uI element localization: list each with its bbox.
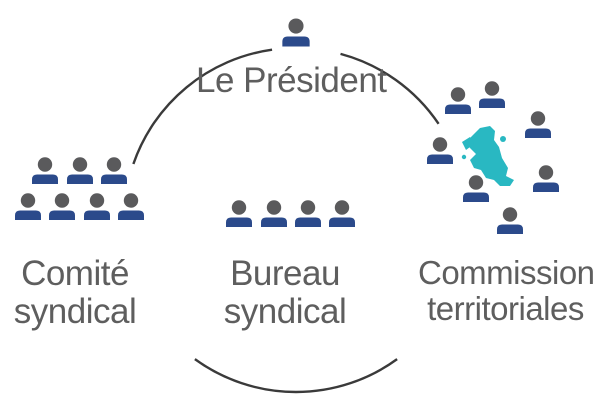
comite-syndical-label: Comité syndical [0, 255, 150, 331]
circle-arc-bottom [194, 358, 398, 394]
person-icon [15, 193, 41, 220]
commissions-territoriales-label: Commissions territoriales [418, 255, 593, 326]
comite-label-line2: syndical [13, 291, 137, 331]
person-icon [282, 18, 310, 47]
person-icon [463, 175, 489, 202]
person-icon [84, 193, 110, 220]
person-icon [32, 157, 58, 184]
comite-label-line1: Comité [21, 254, 129, 293]
person-icon [445, 87, 471, 114]
circle-arc-top-left [132, 48, 273, 165]
person-icon [533, 165, 559, 192]
person-icon [525, 111, 551, 138]
person-icon [295, 200, 321, 227]
president-group [282, 18, 310, 47]
commissions-label-line1: Commissions [418, 254, 593, 291]
commissions-territoriales-group [427, 81, 559, 234]
person-icon [101, 157, 127, 184]
person-icon [329, 200, 355, 227]
bureau-syndical-group [226, 200, 355, 227]
person-icon [479, 81, 505, 108]
circle-arc-top-right [340, 52, 440, 125]
bureau-label-line2: syndical [223, 291, 347, 331]
person-icon [226, 200, 252, 227]
president-label-text: Le Président [196, 61, 387, 100]
bureau-label-line1: Bureau [230, 254, 340, 293]
person-icon [261, 200, 287, 227]
bureau-syndical-label: Bureau syndical [210, 255, 360, 331]
comite-syndical-group [15, 157, 144, 220]
president-label: Le Président [196, 61, 387, 100]
connecting-circle [132, 48, 440, 394]
corsica-map-icon [461, 126, 514, 186]
person-icon [118, 193, 144, 220]
commissions-label-line2: territoriales [427, 289, 584, 327]
person-icon [49, 193, 75, 220]
person-icon [497, 207, 523, 234]
person-icon [427, 137, 453, 164]
person-icon [67, 157, 93, 184]
